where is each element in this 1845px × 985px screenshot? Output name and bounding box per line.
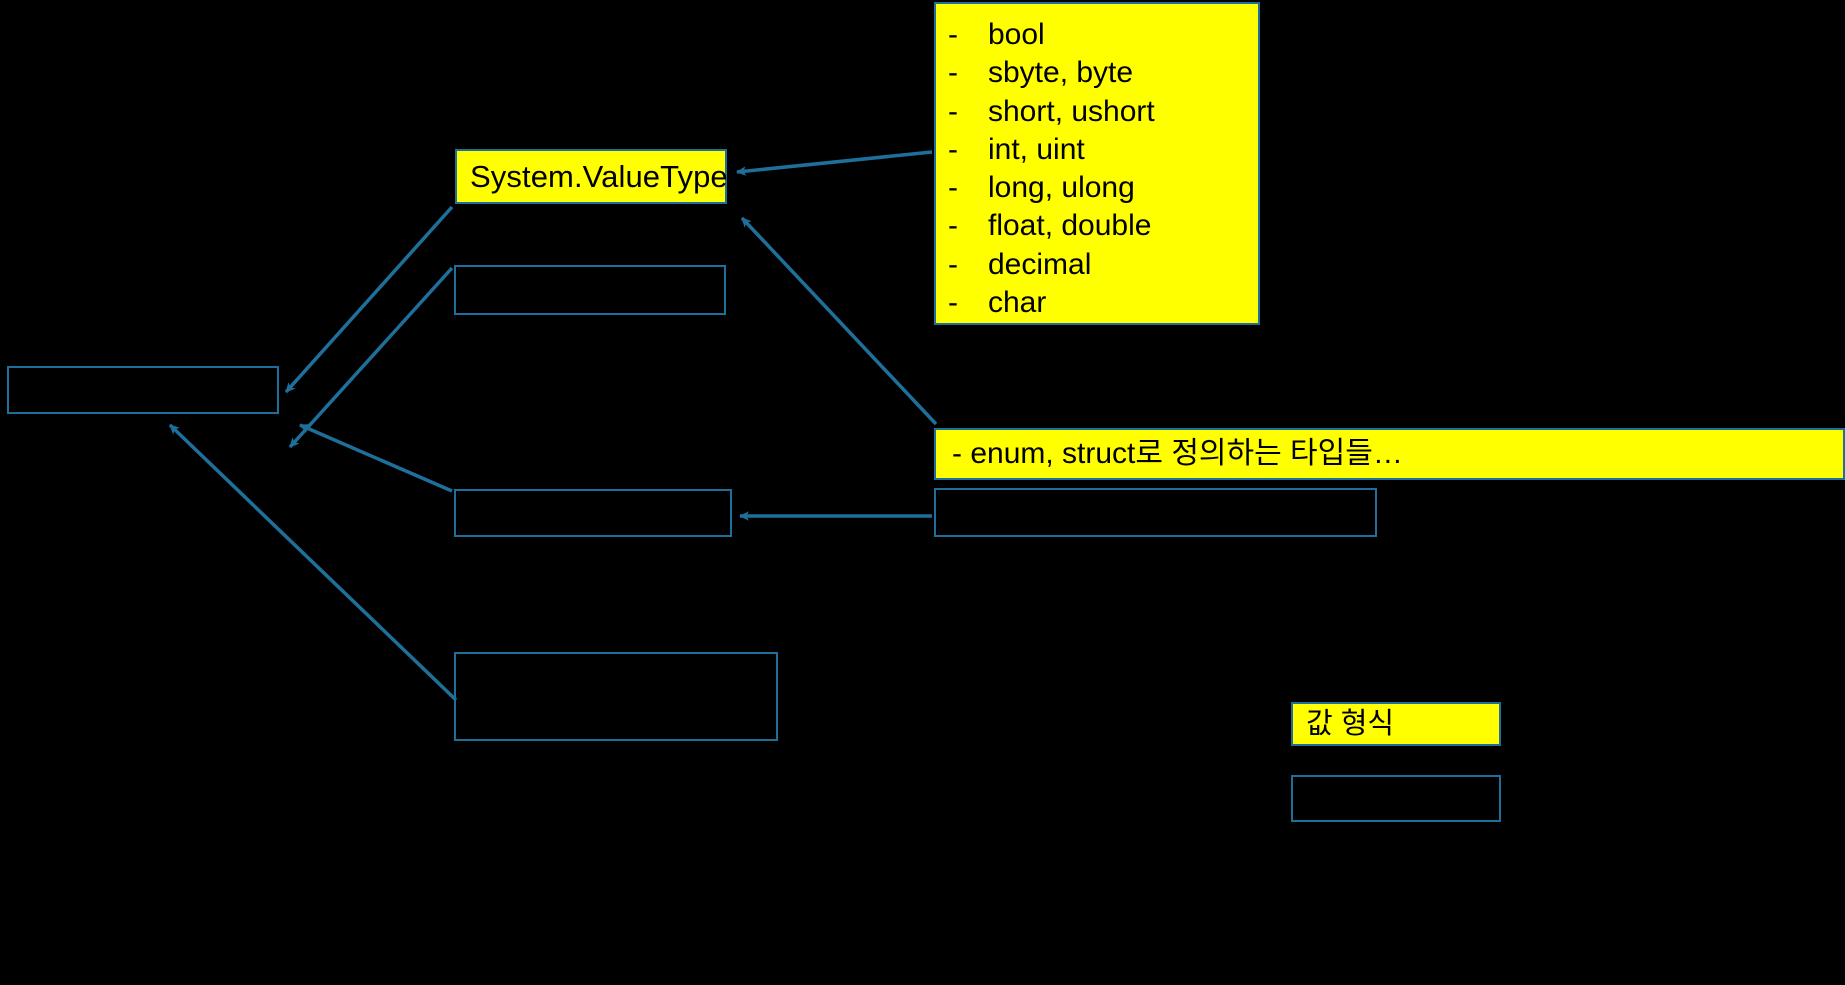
- list-item: - int, uint: [936, 131, 1258, 169]
- list-item-label: decimal: [988, 247, 1092, 281]
- list-item-label: bool: [988, 18, 1045, 51]
- node-primitive-type-list[interactable]: - bool - sbyte, byte - short, ushort - i…: [934, 2, 1260, 325]
- bullet-dash: -: [948, 171, 958, 205]
- list-item: - char: [936, 284, 1258, 322]
- list-item: - sbyte, byte: [936, 54, 1258, 92]
- list-item: - short, ushort: [936, 93, 1258, 131]
- node-enum-struct-types-label: - enum, struct로 정의하는 타입들…: [952, 437, 1403, 470]
- list-item-label: long, ulong: [988, 171, 1135, 205]
- node-empty-low[interactable]: [454, 652, 778, 741]
- node-system-valuetype[interactable]: System.ValueType: [455, 149, 728, 204]
- primitive-type-list: - bool - sbyte, byte - short, ushort - i…: [936, 16, 1258, 322]
- list-item: - decimal: [936, 246, 1258, 284]
- list-item-label: int, uint: [988, 132, 1085, 166]
- connector-low-to-left: [168, 423, 458, 702]
- connector-primitive-list-to-value-type: [736, 150, 933, 176]
- list-item: - bool: [936, 16, 1258, 54]
- bullet-dash: -: [948, 132, 958, 166]
- bullet-dash: -: [948, 94, 958, 128]
- node-empty-right-mid[interactable]: [934, 488, 1377, 537]
- list-item-label: sbyte, byte: [988, 56, 1134, 90]
- list-item: - float, double: [936, 207, 1258, 245]
- legend-empty-swatch[interactable]: [1291, 775, 1501, 822]
- node-empty-left[interactable]: [7, 366, 279, 414]
- bullet-dash: -: [948, 247, 958, 281]
- list-item: - long, ulong: [936, 169, 1258, 207]
- node-enum-struct-types[interactable]: - enum, struct로 정의하는 타입들…: [934, 428, 1845, 480]
- connector-mid-bottom-to-left: [299, 423, 453, 493]
- bullet-dash: -: [948, 56, 958, 90]
- connector-enum-struct-to-value-type: [740, 216, 938, 426]
- legend-value-form[interactable]: 값 형식: [1291, 702, 1501, 746]
- bullet-dash: -: [948, 18, 958, 51]
- bullet-dash: -: [948, 209, 958, 243]
- connector-mid-top-to-left: [288, 266, 454, 449]
- node-empty-mid-top[interactable]: [454, 265, 726, 315]
- legend-value-form-label: 값 형식: [1306, 707, 1395, 740]
- connector-value-type-to-left: [284, 205, 454, 394]
- node-empty-mid-bottom[interactable]: [454, 489, 732, 537]
- list-item-label: short, ushort: [988, 94, 1155, 128]
- list-item-label: float, double: [988, 209, 1152, 243]
- bullet-dash: -: [948, 286, 958, 320]
- node-system-valuetype-label: System.ValueType: [470, 159, 728, 194]
- list-item-label: char: [988, 286, 1047, 320]
